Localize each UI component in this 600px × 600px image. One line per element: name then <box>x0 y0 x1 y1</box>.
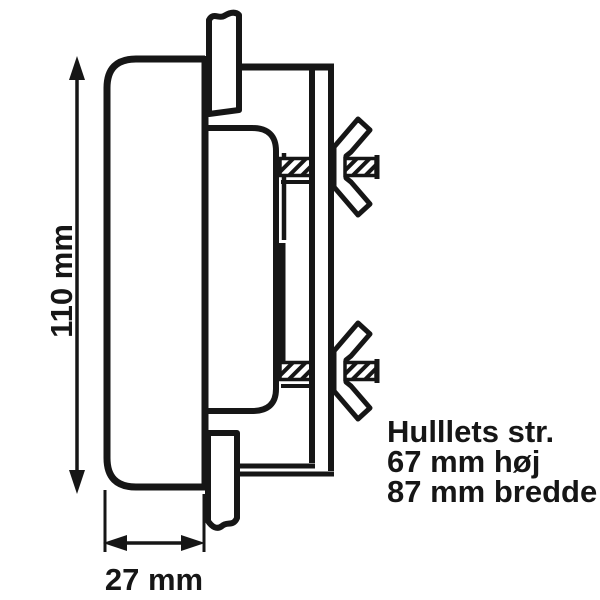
arrow-left-icon <box>103 535 127 551</box>
wing-nut-top <box>331 116 373 218</box>
hole-size-note: Hulllets str. 67 mm høj 87 mm bredde <box>387 414 597 509</box>
arrow-up-icon <box>69 56 85 80</box>
arrow-down-icon <box>69 470 85 494</box>
depth-dimension: 27 mm <box>103 490 206 597</box>
height-dimension: 110 mm <box>44 56 85 494</box>
threaded-stud-bottom-inner <box>278 360 314 382</box>
threaded-stud-bottom-outer <box>343 360 378 382</box>
top-mounting-tab <box>206 9 242 117</box>
bottom-mounting-tab <box>205 430 240 531</box>
height-dimension-label: 110 mm <box>44 224 79 338</box>
threaded-stud-top-outer <box>343 156 378 178</box>
arrow-right-icon <box>181 535 205 551</box>
hole-note-height: 67 mm høj <box>387 444 540 479</box>
front-bezel-outline <box>103 55 205 491</box>
threaded-stud-top-inner <box>278 156 314 178</box>
depth-dimension-label: 27 mm <box>105 562 203 597</box>
wing-nut-bottom <box>331 320 373 422</box>
hole-note-title: Hulllets str. <box>387 414 554 449</box>
hole-note-width: 87 mm bredde <box>387 474 597 509</box>
